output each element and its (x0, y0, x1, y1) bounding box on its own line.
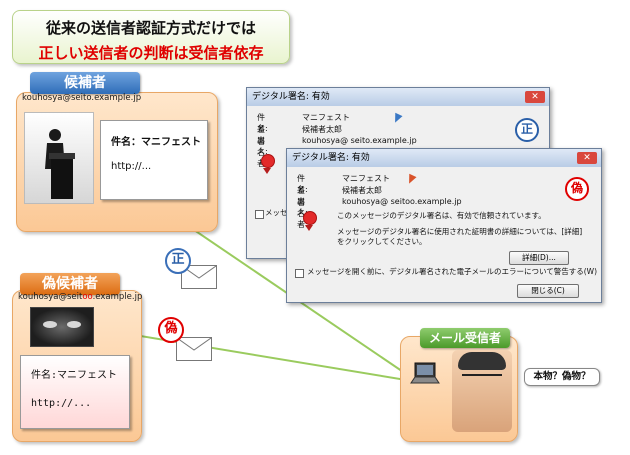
fake-sender-label: 偽候補者 (20, 273, 120, 295)
subject-key: 件名: (297, 174, 308, 194)
fake-envelope-icon (176, 337, 212, 361)
legit-verdict-badge: 正 (515, 118, 539, 142)
legit-sender-email: kouhosya@seito.example.jp (22, 93, 142, 103)
signature-pen-icon (391, 112, 403, 125)
details-button[interactable]: 詳細(D)... (509, 251, 569, 265)
signature-pen-icon (405, 173, 417, 186)
signature-dialog-fake: デジタル署名: 有効 ✕ 件名: マニフェスト 差出人: 候補者太郎 署名者: … (286, 148, 602, 303)
from-value: 候補者太郎 (342, 186, 382, 195)
dialog-fake-title: デジタル署名: 有効 (292, 153, 370, 163)
speaker-photo (24, 112, 94, 204)
legit-marker: 正 (165, 248, 191, 274)
fake-email-suffix: .example.jp (92, 292, 143, 302)
legit-note-url: http://... (111, 161, 152, 172)
warn-checkbox-legit[interactable] (255, 210, 264, 219)
fake-sender-email: kouhosya@seitoo.example.jp (18, 292, 142, 302)
subject-value: マニフェスト (302, 113, 350, 122)
fake-marker: 偽 (158, 317, 184, 343)
fake-email-note: 件名:マニフェスト http://... (20, 355, 130, 429)
signature-details-message: メッセージのデジタル署名に使用された証明書の詳細については、[詳細] をクリック… (337, 227, 583, 246)
certificate-seal-icon (303, 211, 317, 231)
fake-email-prefix: kouhosya@seit (18, 292, 83, 302)
fake-verdict-badge: 偽 (565, 177, 589, 201)
warn-checkbox-fake[interactable] (295, 269, 304, 278)
warn-checkbox-fake-label: メッセージを開く前に、デジタル署名された電子メールのエラーについて警告する(W) (307, 267, 598, 276)
dialog-legit-title: デジタル署名: 有効 (252, 92, 330, 102)
close-button[interactable]: 閉じる(C) (517, 284, 579, 298)
subject-value: マニフェスト (342, 174, 390, 183)
close-icon[interactable]: ✕ (525, 91, 545, 103)
legit-sender-label: 候補者 (30, 72, 140, 94)
right-eye-icon (67, 321, 81, 328)
certificate-seal-icon (261, 154, 275, 174)
fake-note-subject: 件名:マニフェスト (31, 370, 118, 381)
glasses-icon (462, 374, 502, 386)
from-key: 差出人: (257, 125, 268, 156)
masked-eyes-photo (30, 307, 94, 347)
legit-email-note: 件名：マニフェスト http://... (100, 120, 208, 200)
dialog-legit-titlebar[interactable]: デジタル署名: 有効 ✕ (247, 88, 549, 106)
dialog-fake-titlebar[interactable]: デジタル署名: 有効 ✕ (287, 149, 601, 167)
from-value: 候補者太郎 (302, 125, 342, 134)
legit-note-subject: 件名：マニフェスト (111, 137, 201, 148)
close-icon[interactable]: ✕ (577, 152, 597, 164)
warn-checkbox-legit-label: メッセ (265, 208, 288, 217)
signature-valid-message: このメッセージのデジタル署名は、有効で信頼されています。 (337, 211, 546, 220)
fake-note-url: http://... (31, 398, 92, 409)
signer-value: kouhosya@ seitoo.example.jp (342, 197, 462, 206)
recipient-photo (452, 350, 512, 432)
signer-key: 署名者: (297, 198, 308, 229)
subject-key: 件名: (257, 113, 268, 133)
fake-email-highlight: oo (82, 292, 93, 302)
question-bubble: 本物？偽物？ (524, 368, 600, 386)
title-box: 従来の送信者認証方式だけでは 正しい送信者の判断は受信者依存 (12, 10, 290, 64)
recipient-label: メール受信者 (420, 328, 510, 348)
title-line-1: 従来の送信者認証方式だけでは (45, 19, 256, 37)
fake-connector-line (91, 327, 419, 383)
signer-value: kouhosya@ seito.example.jp (302, 136, 417, 145)
laptop-icon (410, 362, 440, 384)
speaker-silhouette-icon (45, 129, 75, 199)
hair-shape (458, 352, 506, 370)
from-key: 差出人: (297, 186, 308, 217)
title-line-2: 正しい送信者の判断は受信者依存 (38, 44, 264, 62)
left-eye-icon (43, 321, 57, 328)
